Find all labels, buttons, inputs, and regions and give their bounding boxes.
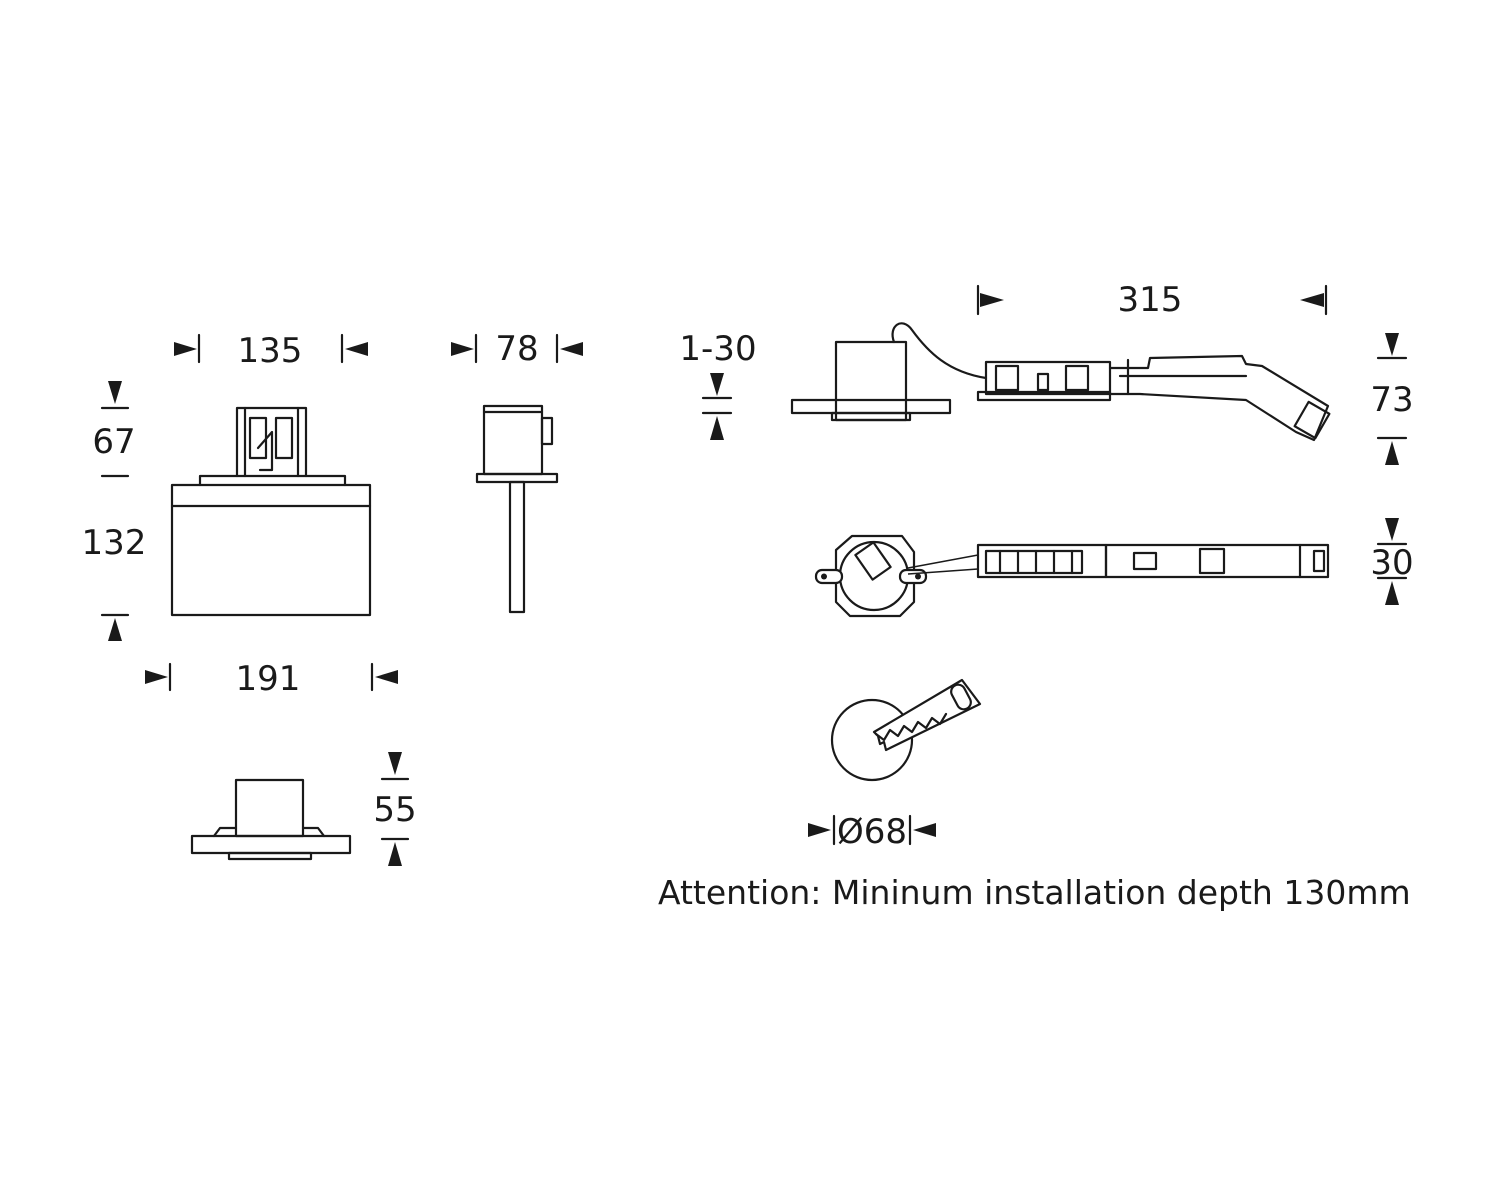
- installed-view: [190, 778, 352, 861]
- dim-315-label: 315: [1118, 280, 1183, 320]
- dim-67-label: 67: [92, 422, 135, 462]
- dim-191-label: 191: [236, 659, 301, 699]
- dim-135-label: 135: [238, 331, 303, 371]
- installation-depth-note: Attention: Mininum installation depth 13…: [658, 873, 1411, 912]
- dim-30-label: 30: [1370, 543, 1413, 583]
- dimension-arrows: [100, 284, 1408, 866]
- dim-78-label: 78: [495, 329, 538, 369]
- cutout-illustration: [830, 678, 982, 782]
- dim-55-label: 55: [373, 790, 416, 830]
- side-view: [475, 404, 559, 614]
- driver-top-view: [814, 534, 1330, 618]
- driver-angled-view: [790, 322, 1331, 442]
- dim-diameter-68-label: Ø68: [837, 812, 907, 852]
- dim-132-label: 132: [82, 523, 147, 563]
- front-view: [170, 406, 372, 617]
- dim-73-label: 73: [1370, 380, 1413, 420]
- dim-1-30-label: 1-30: [679, 329, 756, 369]
